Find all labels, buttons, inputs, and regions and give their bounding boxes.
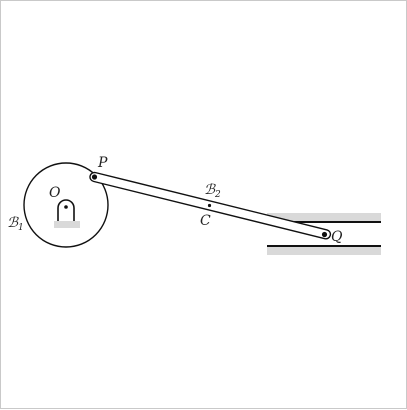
label-b2: ℬ2 [204,182,221,200]
guide-lower-ground [267,246,381,255]
label-q: Q [331,229,343,245]
center-c-point [207,203,212,208]
guide-upper-ground [267,213,381,222]
pivot-ground [54,221,80,228]
pivot-o-point [64,205,68,209]
pin-p [91,174,98,180]
body-b1-disk [23,162,109,248]
pin-q [321,231,328,238]
label-b1: ℬ1 [7,215,24,233]
label-o: O [49,185,61,201]
label-c: C [200,213,211,229]
pivot-support [57,199,75,221]
label-p: P [97,155,108,171]
